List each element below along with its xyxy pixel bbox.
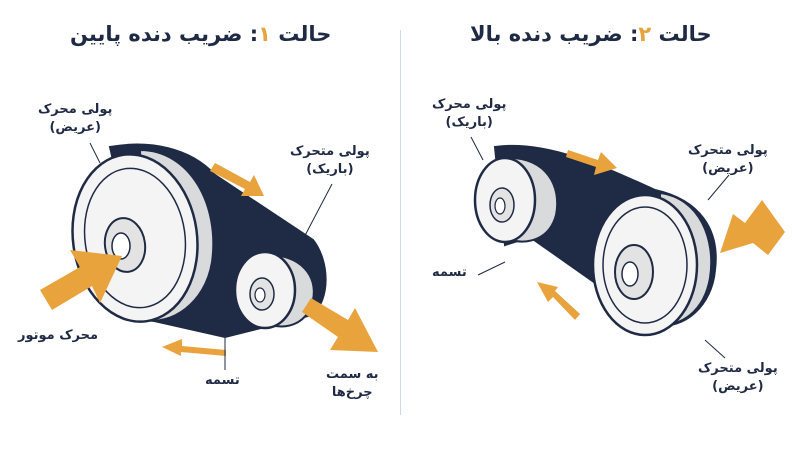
scenario-2-driven-leader xyxy=(707,174,730,201)
scenario-1-output-label: به سمت چرخ‌ها xyxy=(326,366,379,402)
scenario-2-driver-size: (باریک) xyxy=(445,115,493,130)
scenario-2-large-pulley-inner xyxy=(602,206,688,324)
scenario-2-large-pulley-shaft xyxy=(621,261,639,287)
scenario-2-title-number: ۲ xyxy=(638,22,652,46)
scenario-2-driver-name: پولی محرک xyxy=(432,97,507,112)
scenario-2-belt-label: تسمه xyxy=(432,265,467,280)
scenario-2-belt-top-arrow xyxy=(566,150,617,175)
scenario-1-driver-size: (عریض) xyxy=(49,120,101,135)
scenario-2-belt-leader xyxy=(477,261,506,276)
scenario-2-driven-size: (عریض) xyxy=(702,161,754,176)
scenario-1-driven-size: (باریک) xyxy=(306,162,354,177)
scenario-1-belt-bottom-arrow xyxy=(162,339,226,356)
scenario-2-lower-size: (عریض) xyxy=(712,379,764,394)
scenario-1-large-pulley-shaft xyxy=(111,232,131,260)
scenario-1-title-suffix: : ضریب دنده پایین xyxy=(70,22,259,46)
scenario-2-title-suffix: : ضریب دنده بالا xyxy=(470,22,639,46)
scenario-1-title: حالت ۱: ضریب دنده پایین xyxy=(70,22,331,46)
scenario-2-small-pulley-shaft xyxy=(494,197,506,215)
scenario-2-drawing xyxy=(470,136,785,359)
scenario-2-belt-bottom-arrow xyxy=(537,282,580,320)
scenario-1-output-line2: چرخ‌ها xyxy=(331,385,373,400)
scenario-1-drawing xyxy=(40,142,378,370)
scenario-1-output-line1: به سمت xyxy=(326,367,379,382)
scenario-2-lower-name: پولی متحرک xyxy=(698,361,778,376)
center-divider xyxy=(400,30,401,415)
scenario-1-small-pulley-shaft xyxy=(254,287,266,303)
scenario-1-title-number: ۱ xyxy=(258,22,271,46)
scenario-2-driver-label: پولی محرک (باریک) xyxy=(432,96,506,132)
scenario-2-driven-label: پولی متحرک (عریض) xyxy=(688,142,768,178)
scenario-1-large-pulley-inner xyxy=(83,167,187,309)
scenario-2-lower-label: پولی متحرک (عریض) xyxy=(698,360,778,396)
scenario-2-driver-leader xyxy=(470,136,484,161)
scenario-2-title: حالت ۲: ضریب دنده بالا xyxy=(470,22,712,46)
scenario-1-driver-name: پولی محرک xyxy=(38,102,113,117)
scenario-1-motor-label: محرک موتور xyxy=(18,328,99,343)
scenario-2-lower-leader xyxy=(704,339,726,359)
scenario-1-driven-leader xyxy=(299,183,333,246)
scenario-2-driven-name: پولی متحرک xyxy=(688,143,768,158)
scenario-1-driver-leader xyxy=(89,142,101,164)
scenario-2-title-prefix: حالت xyxy=(658,22,712,46)
scenario-1-belt-label: تسمه xyxy=(205,373,240,388)
scenario-1-driven-name: پولی متحرک xyxy=(290,144,370,159)
scenario-1-title-prefix: حالت xyxy=(278,22,332,46)
scenario-1-belt-top-arrow xyxy=(210,163,264,196)
scenario-1-driver-label: پولی محرک (عریض) xyxy=(38,101,112,137)
scenario-1-driven-label: پولی متحرک (باریک) xyxy=(290,143,370,179)
scenario-1-output-arrow xyxy=(302,298,378,352)
scenario-2-input-arrow xyxy=(720,200,785,255)
scenario-1-motor-arrow xyxy=(40,250,122,310)
